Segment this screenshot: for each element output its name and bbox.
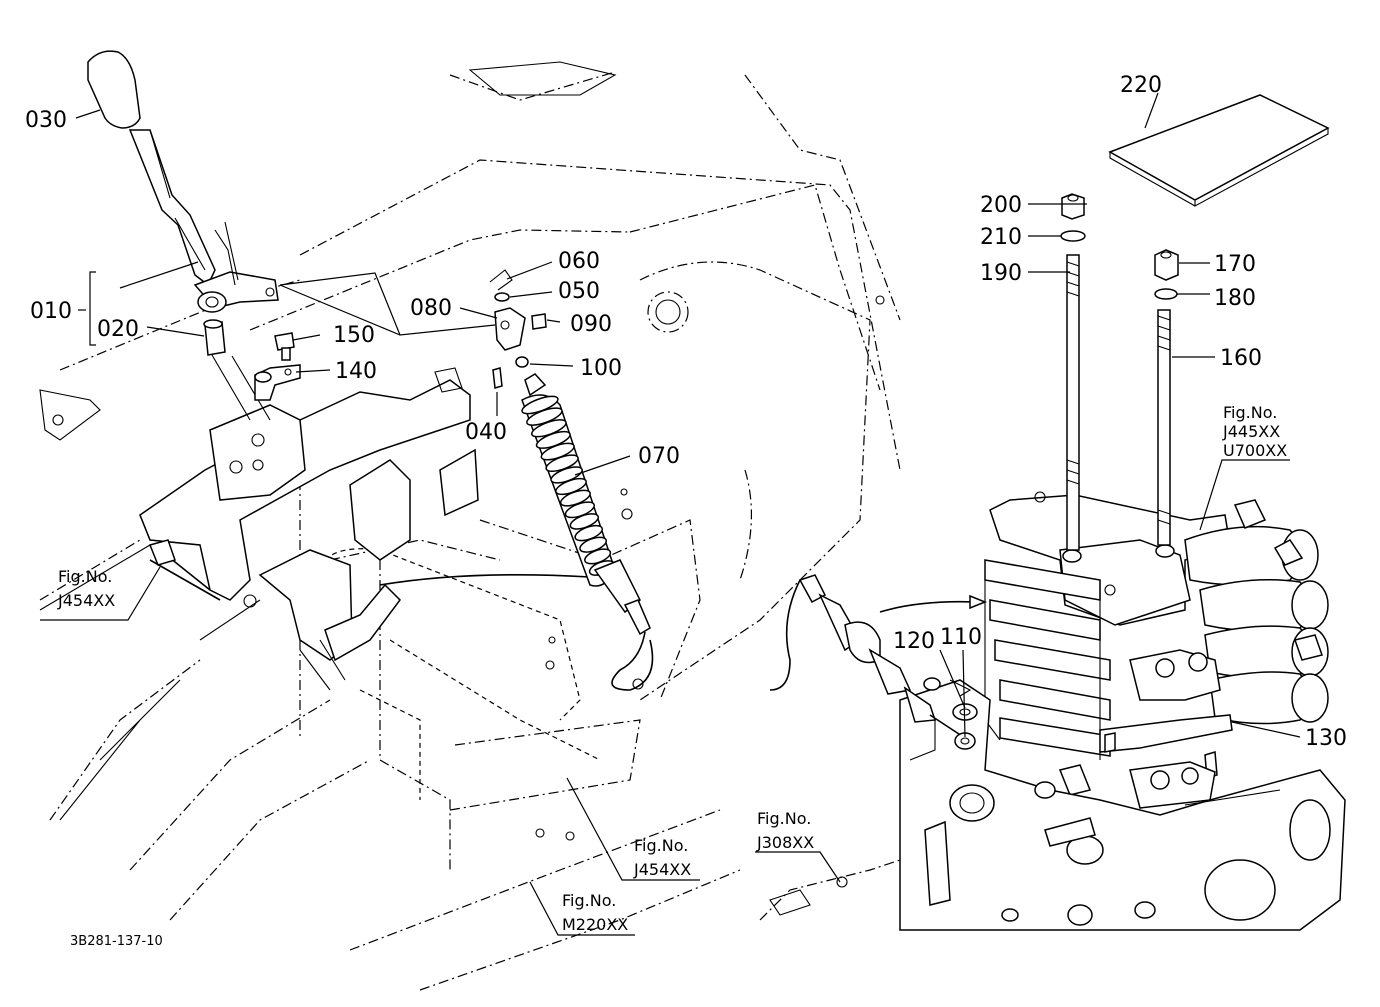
part-label-140: 140 <box>335 359 377 384</box>
stud-bolts-and-nuts <box>1060 193 1179 551</box>
fig-ref-right-bottom: J308XX <box>756 833 814 852</box>
part-label-020: 020 <box>97 317 139 342</box>
part-label-100: 100 <box>580 356 622 381</box>
fig-ref-left: J454XX <box>57 591 115 610</box>
part-label-190: 190 <box>980 261 1022 286</box>
valve-cable-end <box>769 574 988 750</box>
stopper-and-bolt <box>254 332 301 401</box>
fig-ref-center: J454XX <box>633 860 691 879</box>
part-label-210: 210 <box>980 225 1022 250</box>
part-label-050: 050 <box>558 279 600 304</box>
part-label-110: 110 <box>940 625 982 650</box>
lever-bracket-assembly <box>39 367 591 821</box>
cable-bellows <box>521 394 616 587</box>
fig-ref-right-top-2: U700XX <box>1223 441 1287 460</box>
shift-lever <box>87 50 279 421</box>
part-label-160: 160 <box>1220 346 1262 371</box>
part-label-070: 070 <box>638 444 680 469</box>
part-label-220: 220 <box>1120 73 1162 98</box>
fig-label-left: Fig.No. <box>58 567 112 586</box>
chassis-outline <box>39 61 901 991</box>
control-cable <box>489 269 654 691</box>
fig-ref-bottom: M220XX <box>562 915 628 934</box>
part-label-040: 040 <box>465 420 507 445</box>
part-label-080: 080 <box>410 296 452 321</box>
figure-references: Fig.No. J454XX Fig.No. J454XX Fig.No. M2… <box>57 403 1287 949</box>
fig-label-center: Fig.No. <box>634 836 688 855</box>
part-label-150: 150 <box>333 323 375 348</box>
part-label-060: 060 <box>558 249 600 274</box>
part-label-180: 180 <box>1214 286 1256 311</box>
part-label-030: 030 <box>25 108 67 133</box>
part-label-120: 120 <box>893 629 935 654</box>
part-label-130: 130 <box>1305 726 1347 751</box>
part-label-200: 200 <box>980 193 1022 218</box>
part-label-090: 090 <box>570 312 612 337</box>
part-label-170: 170 <box>1214 252 1256 277</box>
fig-label-right-bottom: Fig.No. <box>757 809 811 828</box>
part-label-010: 010 <box>30 299 72 324</box>
fig-label-right-top: Fig.No. <box>1223 403 1277 422</box>
fig-ref-right-top-1: J445XX <box>1222 422 1280 441</box>
solenoid-coils <box>1184 499 1329 725</box>
part-labels: 030 010 020 150 140 060 050 080 090 100 … <box>25 73 1347 751</box>
leader-lines <box>40 92 1301 936</box>
drawing-number: 3B281-137-10 <box>70 934 163 949</box>
instruction-sheet <box>1108 94 1330 207</box>
control-valve-assembly <box>759 491 1346 931</box>
fig-label-bottom: Fig.No. <box>562 891 616 910</box>
